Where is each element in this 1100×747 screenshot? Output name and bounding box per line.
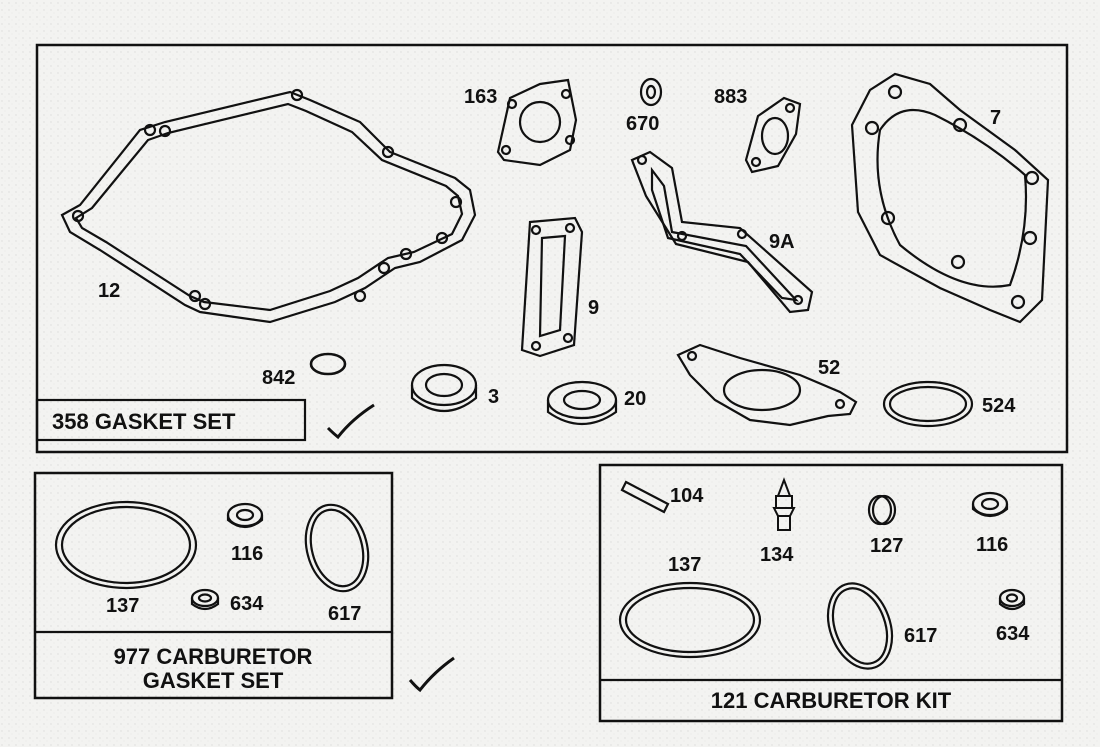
part-label-163: 163 (464, 86, 497, 108)
part-3-oil-seal (410, 363, 478, 412)
part-label-617-kit: 617 (904, 625, 937, 647)
checkmark-icon (408, 656, 455, 693)
part-842-o-ring (309, 352, 347, 376)
part-7-head-gasket (850, 72, 1050, 324)
part-label-524: 524 (982, 395, 1016, 417)
part-label-9a: 9A (769, 231, 795, 253)
gasket-set-frame (35, 43, 1069, 454)
part-label-634-kit: 634 (996, 623, 1030, 645)
carb-gasket-set-frame (33, 471, 394, 700)
part-104-pin (620, 480, 670, 514)
part-9a-gasket (630, 150, 814, 314)
carb-gasket-set-panel: 977 CARBURETOR GASKET SET 137 116 634 61… (33, 471, 455, 700)
carb-kit-panel: 121 CARBURETOR KIT 104 134 127 116 137 (598, 463, 1064, 723)
part-137-gasket-kit (618, 581, 762, 659)
part-116-washer (226, 502, 264, 529)
part-134-needle-valve (772, 477, 796, 531)
gasket-set-title: 358 GASKET SET (52, 409, 236, 434)
part-label-883: 883 (714, 86, 747, 108)
part-20-oil-seal (546, 380, 618, 425)
part-label-116: 116 (231, 543, 263, 565)
part-label-20: 20 (624, 388, 646, 410)
carb-kit-frame (598, 463, 1064, 723)
part-127-plug (867, 494, 897, 526)
part-label-842: 842 (262, 367, 295, 389)
part-12-crankcase-gasket (60, 88, 477, 324)
part-634-washer-kit (998, 588, 1026, 611)
part-617-gasket (304, 503, 370, 593)
part-label-9: 9 (588, 297, 599, 319)
part-label-134: 134 (760, 544, 794, 566)
carb-gasket-set-title-line1: 977 CARBURETOR (114, 644, 313, 669)
part-label-7: 7 (990, 107, 1001, 129)
checkmark-icon (326, 403, 375, 440)
part-883-gasket (744, 96, 802, 174)
part-label-137-kit: 137 (668, 554, 701, 576)
part-116-washer-kit (971, 491, 1009, 518)
part-label-52: 52 (818, 357, 840, 379)
part-label-670: 670 (626, 113, 659, 135)
carb-gasket-set-title-line2: GASKET SET (143, 668, 284, 693)
part-label-634: 634 (230, 593, 264, 615)
part-137-gasket (54, 500, 198, 590)
gasket-set-panel: 358 GASKET SET 12 163 670 (35, 43, 1069, 454)
part-163-gasket (496, 78, 578, 167)
part-label-116-kit: 116 (976, 534, 1008, 556)
part-label-137: 137 (106, 595, 139, 617)
part-524-o-ring (882, 380, 974, 428)
part-634-washer (190, 588, 220, 611)
part-670-washer (639, 77, 663, 107)
part-617-gasket-kit (826, 582, 894, 670)
part-label-617: 617 (328, 603, 361, 625)
part-label-127: 127 (870, 535, 903, 557)
part-label-3: 3 (488, 386, 499, 408)
part-9-gasket (520, 216, 584, 358)
gasket-set-title-box (35, 398, 307, 442)
part-label-12: 12 (98, 280, 120, 302)
carb-kit-title: 121 CARBURETOR KIT (711, 688, 952, 713)
part-52-gasket (676, 343, 858, 427)
part-label-104: 104 (670, 485, 704, 507)
